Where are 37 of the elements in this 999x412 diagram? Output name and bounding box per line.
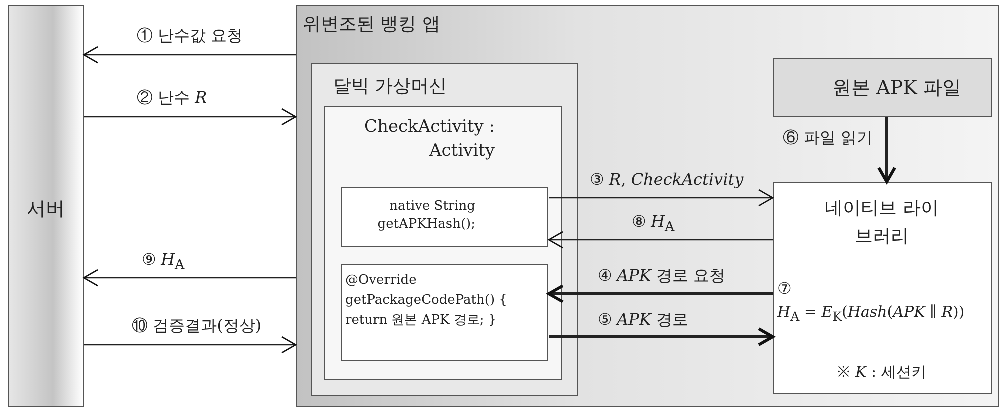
app-heading: 위변조된 뱅킹 앱 xyxy=(303,13,440,36)
key-note: ※ K : 세션키 xyxy=(836,362,928,382)
edge-label: ⑧ H$_{A}$ xyxy=(632,212,675,236)
arrow xyxy=(548,231,773,249)
hash-formula: H$_{A}$ = E$_{K}$(Hash(APK ∥ R)) xyxy=(778,302,966,326)
vm-heading: 달빅 가상머신 xyxy=(334,74,448,98)
arrow xyxy=(549,189,774,207)
library-label: 네이티브 라이브러리 xyxy=(824,196,940,248)
app-box xyxy=(296,5,999,407)
class-heading: CheckActivity : Activity xyxy=(363,116,495,163)
edge-label: ⑥ 파일 읽기 xyxy=(783,128,874,149)
edge-label: ① 난수값 요청 xyxy=(137,26,244,47)
class-box xyxy=(324,106,562,380)
vm-box xyxy=(310,62,578,396)
code-text: @Override getPackageCodePath() { return 원본 APK 경로; } xyxy=(346,272,508,330)
library-box xyxy=(772,182,992,394)
edge-label: ⑤ APK 경로 xyxy=(598,310,688,331)
server-box xyxy=(8,5,84,407)
edge-label: ③ R, CheckActivity xyxy=(590,170,744,189)
arrow xyxy=(84,108,297,126)
arrow xyxy=(83,46,296,64)
edge-label: ④ APK 경로 요청 xyxy=(598,266,726,287)
file-label: 원본 APK 파일 xyxy=(832,76,962,100)
edge-label: ② 난수 R xyxy=(137,88,208,109)
code-text: native String getAPKHash(); xyxy=(376,198,476,234)
arrow xyxy=(83,269,296,287)
step-number: ⑦ xyxy=(778,278,792,298)
edge-label: ⑨ H$_{A}$ xyxy=(142,250,185,274)
code-box xyxy=(340,264,548,360)
edge-label: ⑩ 검증결과(정상) xyxy=(132,316,262,337)
code-box xyxy=(340,186,548,246)
server-label: 서버 xyxy=(26,197,66,222)
arrow xyxy=(84,336,297,354)
arrow xyxy=(549,328,774,346)
arrow xyxy=(878,117,896,184)
file-box xyxy=(772,58,992,116)
arrow xyxy=(548,284,773,304)
